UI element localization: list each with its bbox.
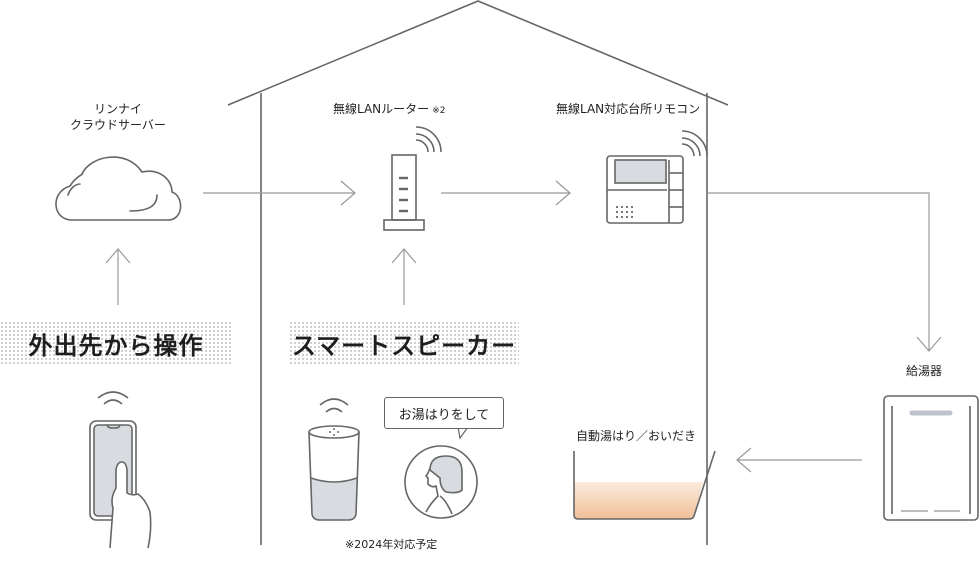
smart-speaker-label: スマートスピーカー	[291, 331, 517, 360]
house-roof	[227, 0, 729, 106]
person-icon	[404, 445, 478, 519]
bathtub-icon	[573, 450, 716, 520]
arrow-remote-to-heater	[707, 192, 942, 352]
smart-speaker-icon	[308, 398, 360, 521]
wifi-signal-icon	[319, 398, 349, 413]
router-label: 無線LANルーター※2	[333, 101, 445, 119]
house-outline	[227, 0, 729, 545]
bath-water	[574, 482, 703, 519]
speech-bubble-tail	[457, 426, 469, 440]
outside-operation-label: 外出先から操作	[28, 331, 204, 360]
water-heater-icon	[883, 395, 979, 521]
kitchen-remote-icon	[606, 130, 708, 224]
speech-bubble: お湯はりをして	[384, 397, 504, 429]
wifi-signal-icon	[97, 391, 129, 405]
smart-speaker-note: ※2024年対応予定	[345, 538, 438, 551]
outside-operation-banner: 外出先から操作	[0, 321, 232, 365]
router-note: ※2	[432, 106, 446, 116]
arrow-heater-to-bathtub	[736, 447, 862, 473]
router-label-text: 無線LANルーター	[333, 102, 430, 116]
arrow-cloud-to-router	[203, 180, 356, 206]
bathtub-label: 自動湯はり／おいだき	[576, 429, 697, 443]
wifi-signal-icon	[681, 130, 708, 157]
wifi-signal-icon	[415, 126, 442, 153]
speech-bubble-text: お湯はりをして	[398, 407, 490, 423]
cloud-icon	[55, 156, 182, 221]
arrow-router-to-remote	[441, 180, 571, 206]
cloud-label-line2: クラウドサーバー	[70, 118, 166, 132]
smartphone-hand-icon	[89, 391, 152, 549]
remote-label: 無線LAN対応台所リモコン	[556, 102, 701, 116]
arrow-phone-to-cloud	[105, 248, 131, 305]
arrow-speaker-to-router	[391, 248, 417, 305]
cloud-label-line1: リンナイ	[93, 102, 142, 116]
smart-speaker-banner: スマートスピーカー	[289, 321, 519, 365]
router-icon	[383, 126, 442, 231]
water-heater-label: 給湯器	[906, 364, 943, 378]
